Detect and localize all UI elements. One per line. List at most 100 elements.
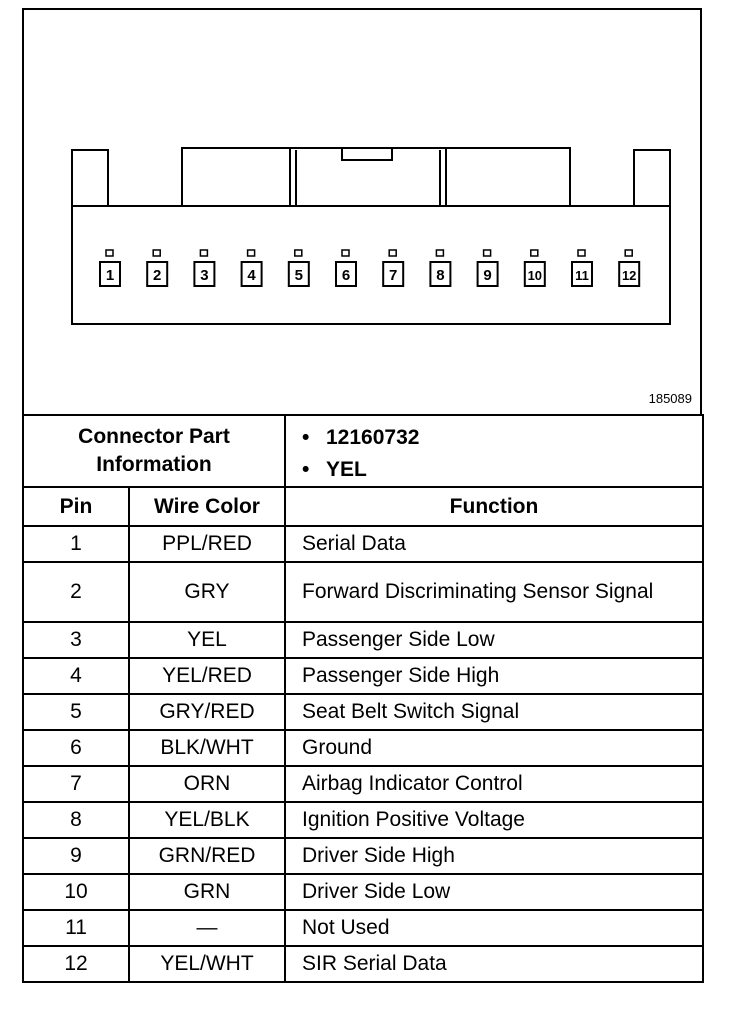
pin-box: [193, 261, 216, 287]
pin-box: [618, 261, 641, 287]
function-cell: Passenger Side Low: [284, 621, 704, 659]
pin-tab: [530, 249, 539, 257]
connector-info-values: 12160732 YEL: [284, 414, 704, 488]
pin-number-label: 4: [247, 267, 256, 284]
wire-color-cell: GRY/RED: [128, 693, 286, 731]
pin-cavity: 2: [146, 249, 169, 287]
pin-tab: [577, 249, 586, 257]
pin-tab: [388, 249, 397, 257]
function-cell: Serial Data: [284, 525, 704, 563]
wire-color-cell: YEL/RED: [128, 657, 286, 695]
function-cell: Not Used: [284, 909, 704, 947]
wire-color-cell: YEL/WHT: [128, 945, 286, 983]
function-cell: Forward Discriminating Sensor Signal: [284, 561, 704, 623]
pin-box: [476, 261, 499, 287]
pin-number-label: 3: [200, 267, 208, 284]
header-pin: Pin: [22, 486, 130, 527]
pin-tab: [199, 249, 209, 257]
table-row: 11—Not Used: [22, 909, 704, 947]
pin-cavity: 5: [287, 249, 310, 287]
pin-cell: 2: [22, 561, 130, 623]
pin-tab: [105, 249, 114, 257]
function-cell: Driver Side High: [284, 837, 704, 875]
pin-cavity: 6: [335, 249, 357, 287]
connector-info-label: Connector Part Information: [22, 414, 286, 488]
pin-cell: 3: [22, 621, 130, 659]
pin-number-label: 5: [295, 267, 303, 284]
pin-box: [99, 261, 121, 287]
pin-box: [382, 261, 405, 287]
wire-color-cell: PPL/RED: [128, 525, 286, 563]
pin-cell: 11: [22, 909, 130, 947]
pin-cavity: 4: [240, 249, 263, 287]
connector-color: YEL: [326, 454, 702, 486]
pin-cell: 9: [22, 837, 130, 875]
pin-number-label: 6: [342, 267, 350, 284]
function-cell: Ignition Positive Voltage: [284, 801, 704, 839]
pin-cell: 5: [22, 693, 130, 731]
pinout-table: Connector Part Information 12160732 YEL …: [22, 414, 704, 983]
pin-tab: [152, 249, 161, 257]
function-cell: SIR Serial Data: [284, 945, 704, 983]
wire-color-cell: GRN: [128, 873, 286, 911]
pin-cavity: 1: [99, 249, 121, 287]
pin-cell: 10: [22, 873, 130, 911]
pin-tab: [294, 249, 303, 257]
pin-cell: 1: [22, 525, 130, 563]
part-number: 12160732: [326, 422, 702, 454]
pin-number-label: 1: [106, 267, 114, 284]
wire-color-cell: ORN: [128, 765, 286, 803]
figure-number: 185089: [648, 391, 692, 406]
header-function: Function: [284, 486, 704, 527]
pin-number-label: 8: [436, 267, 444, 284]
pin-number-label: 11: [575, 268, 589, 283]
pin-number-label: 10: [528, 268, 542, 283]
pin-cavity: 10: [523, 249, 546, 287]
pin-number-label: 2: [153, 267, 161, 284]
pin-number-label: 12: [622, 268, 636, 283]
pin-tab: [435, 249, 445, 257]
pin-cavity: 9: [476, 249, 499, 287]
function-cell: Passenger Side High: [284, 657, 704, 695]
header-wire-color: Wire Color: [128, 486, 286, 527]
pin-box: [146, 261, 169, 287]
pin-tab: [482, 249, 492, 257]
pin-cell: 4: [22, 657, 130, 695]
pin-cell: 7: [22, 765, 130, 803]
function-cell: Seat Belt Switch Signal: [284, 693, 704, 731]
pin-box: [523, 261, 546, 287]
function-cell: Driver Side Low: [284, 873, 704, 911]
function-cell: Ground: [284, 729, 704, 767]
wire-color-cell: BLK/WHT: [128, 729, 286, 767]
wire-color-cell: YEL: [128, 621, 286, 659]
wire-color-cell: —: [128, 909, 286, 947]
pin-cell: 6: [22, 729, 130, 767]
pin-cavity: 7: [382, 249, 405, 287]
pin-number-label: 9: [483, 267, 491, 284]
function-cell: Airbag Indicator Control: [284, 765, 704, 803]
table-header-row: Pin Wire Color Function: [22, 486, 704, 527]
info-label-line2: Information: [96, 453, 212, 476]
pin-cavity: 12: [618, 249, 641, 287]
pin-cavity: 11: [571, 249, 593, 287]
pin-tab: [246, 249, 256, 257]
pin-box: [240, 261, 263, 287]
pin-cell: 8: [22, 801, 130, 839]
pin-box: [335, 261, 357, 287]
pin-box: [571, 261, 593, 287]
pin-number-label: 7: [389, 267, 397, 284]
pin-box: [287, 261, 310, 287]
